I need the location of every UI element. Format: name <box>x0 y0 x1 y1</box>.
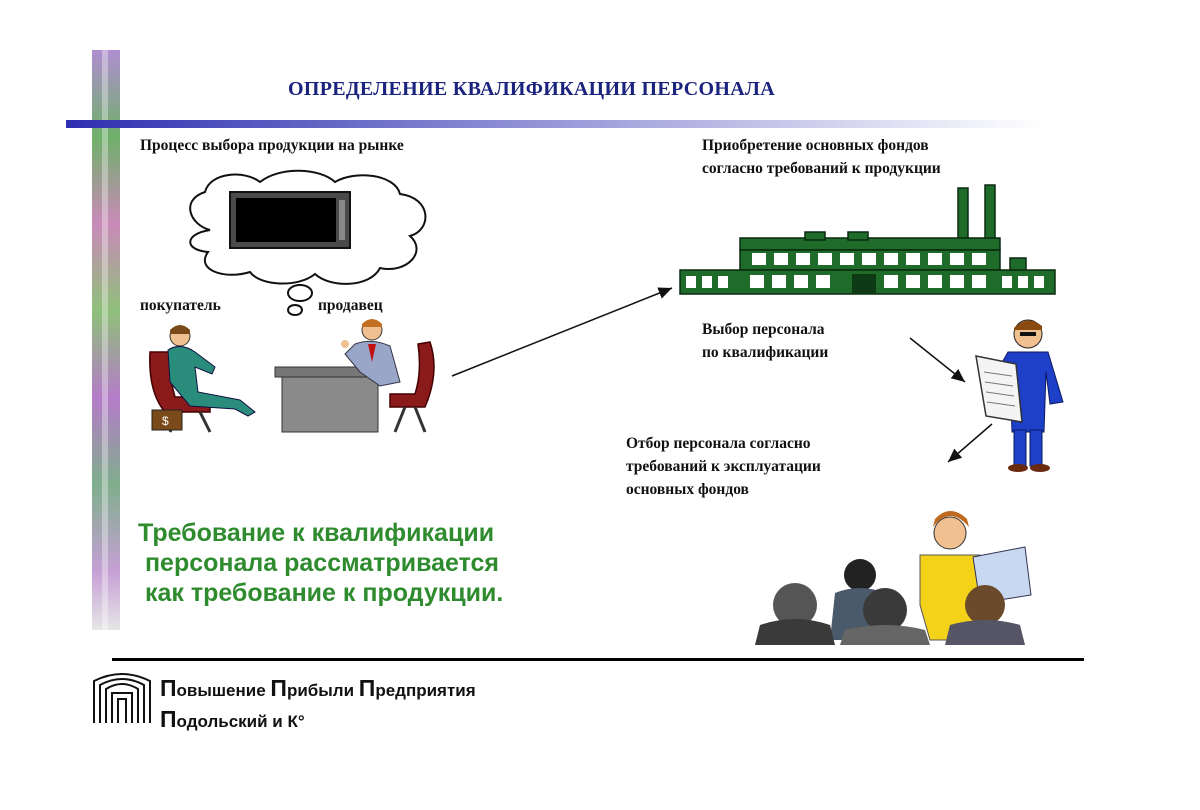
man-with-newspaper-icon <box>975 319 1064 472</box>
page-title: ОПРЕДЕЛЕНИЕ КВАЛИФИКАЦИИ ПЕРСОНАЛА <box>288 78 775 100</box>
buyer-label: покупатель <box>140 297 221 314</box>
footer-word-2: рибыли <box>286 681 355 700</box>
svg-text:$: $ <box>162 414 169 428</box>
screening-label-line2: требований к эксплуатации <box>626 458 821 475</box>
footer-initial-2: П <box>270 675 287 701</box>
footer-initial-1: П <box>160 675 177 701</box>
side-stripe <box>92 50 120 630</box>
footer-word-1: овышение <box>176 681 266 700</box>
footer-company-line2: Подольский и К° <box>160 706 305 733</box>
footer-word-3: редприятия <box>375 681 476 700</box>
group-meeting-icon <box>755 511 1032 645</box>
footer-divider <box>112 658 1084 661</box>
acquisition-label-line2: согласно требований к продукции <box>702 160 941 177</box>
seller-label: продавец <box>318 297 383 314</box>
screening-label-line3: основных фондов <box>626 481 749 498</box>
requirement-line2: персонала рассматривается <box>138 549 499 577</box>
thought-cloud-icon <box>189 169 427 316</box>
selection-label-line2: по квалификации <box>702 344 829 361</box>
requirement-line3: как требование к продукции. <box>138 579 504 607</box>
acquisition-label-line1: Приобретение основных фондов <box>702 137 929 154</box>
footer-company-line1: Повышение Прибыли Предприятия <box>160 675 476 702</box>
requirement-statement: Требование к квалификации персонала расс… <box>138 518 503 608</box>
market-process-label: Процесс выбора продукции на рынке <box>140 137 404 154</box>
selection-label-line1: Выбор персонала <box>702 321 825 338</box>
company-logo-icon <box>93 673 151 723</box>
factory-icon <box>679 184 1056 295</box>
footer-initial-3: П <box>358 675 376 701</box>
footer-word-4: одольский и К° <box>176 712 305 731</box>
meeting-icon: $ <box>149 319 435 433</box>
tv-icon <box>229 191 351 249</box>
screening-label-line1: Отбор персонала согласно <box>626 435 811 452</box>
footer-initial-4: П <box>160 706 177 732</box>
title-underline <box>66 120 1042 128</box>
requirement-line1: Требование к квалификации <box>138 519 495 547</box>
